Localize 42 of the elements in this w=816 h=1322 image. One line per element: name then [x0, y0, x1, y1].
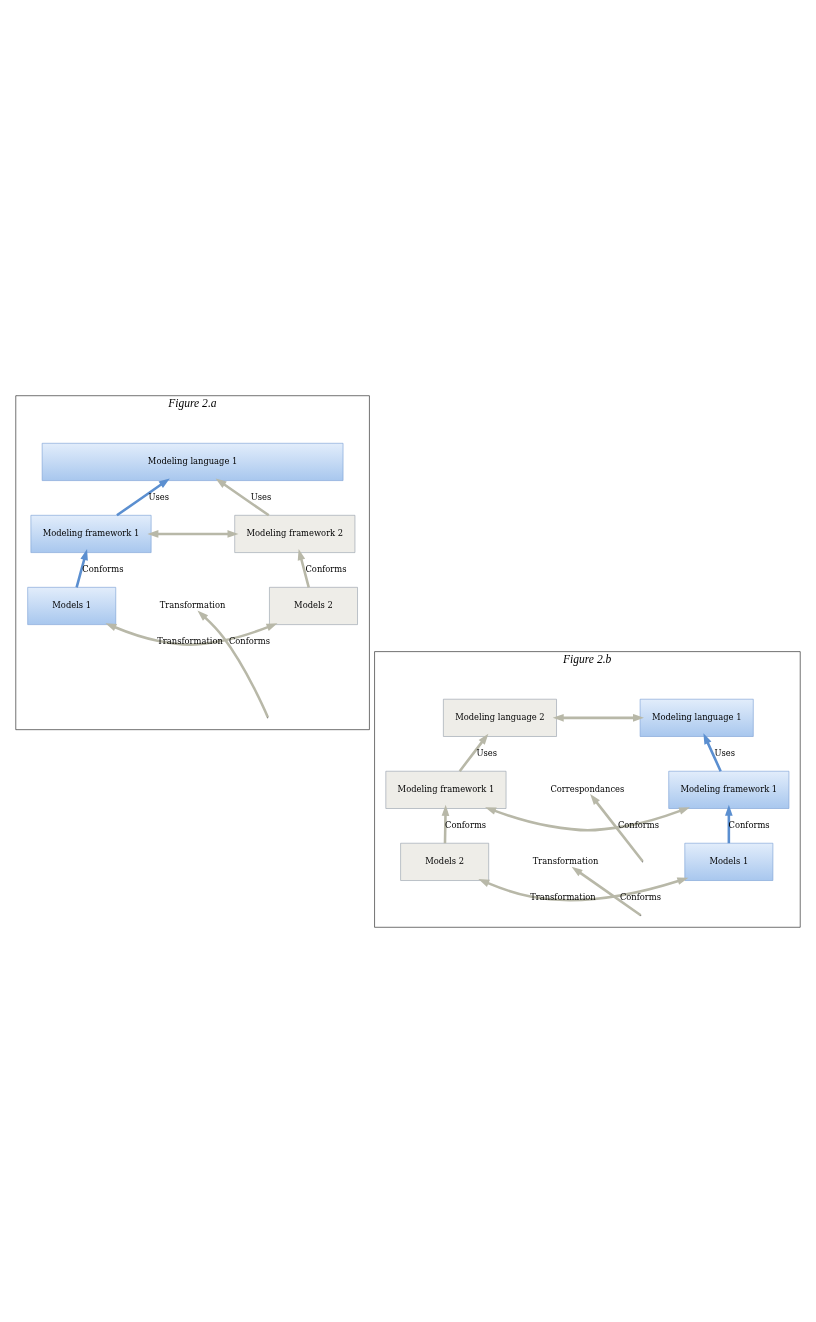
- arrow: [147, 529, 239, 538]
- edge-label: Uses: [250, 491, 272, 502]
- node-box: Modeling language 1: [639, 698, 754, 737]
- node-box: Modeling framework 2: [234, 514, 356, 553]
- edge-label: Conforms: [617, 819, 660, 830]
- node-box: Models 1: [684, 842, 774, 881]
- node-text: Correspondances: [550, 783, 625, 794]
- edge-label: Uses: [476, 747, 498, 758]
- arrow: [215, 478, 270, 516]
- arrow: [197, 610, 269, 718]
- arrow: [441, 804, 450, 843]
- edge-label: Conforms: [445, 819, 487, 830]
- node-box: Modeling language 2: [443, 698, 557, 737]
- edge-label: Transformation: [530, 891, 596, 902]
- edge-label: Conforms: [619, 891, 661, 902]
- edge-label: Conforms: [228, 635, 271, 646]
- edge-label: Transformation: [157, 635, 223, 646]
- node-box: Models 2: [400, 842, 489, 881]
- node-box: Modeling language 1: [41, 442, 344, 481]
- arrow: [703, 732, 722, 772]
- edge-label: Uses: [148, 491, 170, 502]
- edge-label: Conforms: [82, 563, 124, 574]
- arrow: [75, 548, 88, 588]
- node-text: Transformation: [159, 599, 226, 610]
- arrow: [552, 713, 644, 722]
- arrow: [458, 733, 489, 772]
- node-box: Models 1: [27, 586, 117, 625]
- arrow: [116, 478, 170, 516]
- edge-label: Uses: [714, 747, 735, 758]
- node-text: Transformation: [532, 855, 599, 866]
- edge-label: Conforms: [305, 563, 347, 574]
- node-box: Modeling framework 1: [385, 770, 507, 809]
- arrow: [478, 876, 689, 901]
- arrow: [105, 622, 278, 646]
- arrow: [590, 793, 644, 862]
- node-box: Modeling framework 1: [668, 770, 790, 809]
- arrow: [485, 806, 690, 832]
- node-box: Modeling framework 1: [30, 514, 152, 553]
- node-box: Models 2: [269, 586, 358, 625]
- arrow: [571, 866, 642, 916]
- arrow: [297, 548, 310, 588]
- arrow: [725, 804, 733, 843]
